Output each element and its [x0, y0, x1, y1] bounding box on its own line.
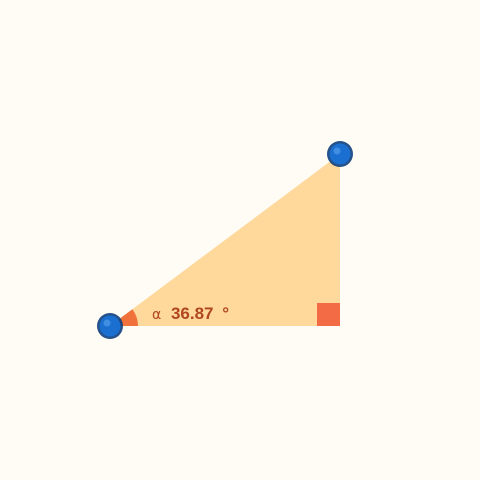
angle-alpha-label: α 36.87 °: [152, 304, 229, 323]
angle-symbol: α: [152, 307, 161, 323]
angle-unit: °: [222, 304, 229, 323]
vertex-handle-left[interactable]: [97, 313, 123, 339]
right-angle-marker: [317, 303, 340, 326]
right-triangle: [110, 154, 340, 326]
vertex-handle-top-right[interactable]: [327, 141, 353, 167]
angle-value: 36.87: [171, 304, 214, 323]
